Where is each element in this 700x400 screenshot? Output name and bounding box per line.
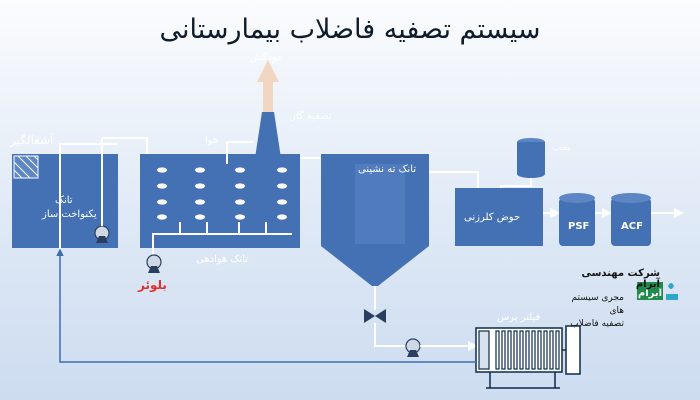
screen-label: آشغالگیر: [10, 133, 54, 147]
press-plate: [507, 330, 512, 370]
aeration-tank-label: تانک هوادهی: [196, 254, 249, 265]
air-pipe: [226, 141, 253, 164]
diffuser-bubble: [195, 199, 205, 205]
press-plate: [495, 330, 500, 370]
company-line-1: مجری سیستم های: [571, 293, 625, 316]
diffuser-bubble: [157, 214, 167, 220]
equalization-label-2: یکنواخت ساز: [42, 209, 97, 220]
acf-label: ACF: [621, 221, 643, 232]
press-plate: [543, 330, 548, 370]
diffuser-bubble: [277, 167, 287, 173]
pipe-to-aeration: [101, 137, 152, 226]
filter-press-label: فیلتر پرس: [497, 312, 541, 323]
diffuser-bubble: [157, 183, 167, 189]
diffuser-bubble: [195, 183, 205, 189]
gas-treatment-label: تصفیه گاز: [291, 111, 332, 122]
filter-press: [475, 325, 581, 389]
company-line-2: تصفیه فاضلاب: [570, 319, 624, 329]
screen-hatch: [13, 155, 39, 179]
diffuser-bubble: [235, 183, 245, 189]
press-plate: [555, 330, 560, 370]
abram-logo: ابرام: [637, 282, 678, 300]
psf-label: PSF: [568, 221, 590, 232]
press-plate: [531, 330, 536, 370]
diffuser-bubble: [195, 167, 205, 173]
chimney-label: دودکش: [250, 52, 282, 63]
pump-label: پمپ: [552, 142, 571, 153]
diffuser-bubble: [195, 214, 205, 220]
diffuser-bubble: [277, 214, 287, 220]
air-label: هوا: [205, 135, 219, 146]
inflow-pipe: [59, 143, 118, 250]
press-plate: [549, 330, 554, 370]
sludge-valve: [364, 309, 386, 323]
settling-tank-label: تانک ته نشینی: [358, 164, 417, 175]
diffuser-bubble: [157, 199, 167, 205]
feed-pump: [94, 225, 110, 243]
air-header: [152, 222, 292, 250]
press-plate: [519, 330, 524, 370]
chlorine-pond: [455, 188, 543, 246]
diffuser-group: [157, 167, 287, 220]
dosing-pump: [517, 138, 545, 178]
blower-label: بلوئر: [138, 278, 167, 292]
filtrate-return-pipe: [56, 248, 476, 363]
blower: [146, 254, 162, 273]
sludge-pipe-2: [374, 323, 406, 347]
press-plate: [537, 330, 542, 370]
settling-baffle: [355, 164, 405, 244]
psf-filter: [559, 193, 595, 246]
equalization-label-1: تانک: [55, 195, 73, 206]
diffuser-bubble: [235, 199, 245, 205]
gas-treatment-hood: [255, 112, 281, 158]
sludge-pump: [405, 338, 421, 357]
chlorine-pond-label: حوض کلرزنی: [464, 212, 521, 223]
press-plate: [513, 330, 518, 370]
press-plate: [525, 330, 530, 370]
page-title: سیستم تصفیه فاضلاب بیمارستانی: [159, 14, 541, 45]
acf-filter: [611, 193, 651, 246]
company-name: شرکت مهندسی آبرام: [581, 268, 660, 290]
diffuser-bubble: [277, 183, 287, 189]
chimney-arrow: [257, 60, 279, 116]
diffuser-bubble: [235, 214, 245, 220]
diffuser-bubble: [235, 167, 245, 173]
svg-text:ابرام: ابرام: [638, 288, 662, 299]
diffuser-bubble: [157, 167, 167, 173]
company-block: شرکت مهندسی آبرام مجری سیستم های تصفیه ف…: [560, 268, 660, 331]
diffuser-bubble: [277, 199, 287, 205]
press-plate: [501, 330, 506, 370]
